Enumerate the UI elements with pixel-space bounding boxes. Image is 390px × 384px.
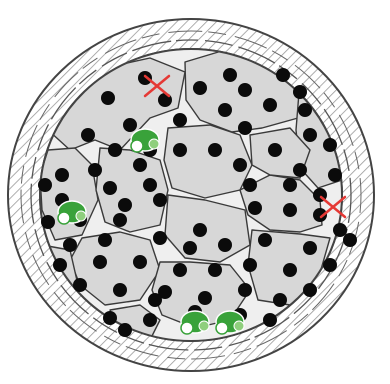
granule-27 [103, 181, 117, 195]
granule-70 [293, 85, 307, 99]
granule-3 [238, 83, 252, 97]
granule-24 [233, 158, 247, 172]
granule-56 [113, 283, 127, 297]
granule-68 [41, 215, 55, 229]
green-spot [199, 321, 209, 331]
granule-45 [303, 241, 317, 255]
granule-19 [268, 143, 282, 157]
granule-20 [323, 138, 337, 152]
granule-10 [81, 128, 95, 142]
granule-23 [133, 158, 147, 172]
granule-58 [198, 291, 212, 305]
green-spot [234, 321, 244, 331]
granule-47 [53, 258, 67, 272]
granule-29 [243, 178, 257, 192]
granule-74 [248, 201, 262, 215]
granule-33 [153, 193, 167, 207]
granule-65 [263, 313, 277, 327]
granule-8 [263, 98, 277, 112]
granule-43 [218, 238, 232, 252]
green-ring [58, 212, 70, 224]
granule-44 [258, 233, 272, 247]
granule-32 [118, 198, 132, 212]
granule-69 [223, 68, 237, 82]
green-spot [149, 139, 159, 149]
granule-9 [298, 103, 312, 117]
granule-13 [238, 121, 252, 135]
granule-6 [101, 91, 115, 105]
granule-48 [93, 255, 107, 269]
granule-28 [143, 178, 157, 192]
green-ring [131, 140, 143, 152]
granule-38 [333, 223, 347, 237]
granule-40 [98, 233, 112, 247]
granule-46 [343, 233, 357, 247]
granule-17 [173, 143, 187, 157]
granule-50 [173, 263, 187, 277]
granule-73 [193, 223, 207, 237]
granule-67 [38, 178, 52, 192]
green-spot [76, 211, 86, 221]
granule-1 [138, 71, 152, 85]
granule-75 [118, 323, 132, 337]
granule-12 [173, 113, 187, 127]
granule-7 [218, 103, 232, 117]
granule-15 [108, 143, 122, 157]
granule-30 [283, 178, 297, 192]
granule-14 [303, 128, 317, 142]
green-ring [216, 322, 228, 334]
granule-41 [153, 231, 167, 245]
granule-55 [73, 278, 87, 292]
granule-54 [323, 258, 337, 272]
granule-51 [208, 263, 222, 277]
granule-39 [63, 238, 77, 252]
granule-63 [143, 313, 157, 327]
granule-2 [193, 81, 207, 95]
granule-72 [148, 293, 162, 307]
green-ring [181, 322, 193, 334]
granule-4 [276, 68, 290, 82]
granule-25 [293, 163, 307, 177]
granule-35 [113, 213, 127, 227]
green-cluster-2 [58, 201, 86, 224]
granule-22 [88, 163, 102, 177]
granule-5 [158, 93, 172, 107]
granule-36 [283, 203, 297, 217]
granule-49 [133, 255, 147, 269]
granule-53 [283, 263, 297, 277]
granule-11 [123, 118, 137, 132]
granule-26 [328, 168, 342, 182]
granule-60 [273, 293, 287, 307]
granule-18 [208, 143, 222, 157]
granule-61 [303, 283, 317, 297]
green-cluster-3 [181, 311, 209, 334]
granule-62 [103, 311, 117, 325]
granule-59 [238, 283, 252, 297]
green-cluster-4 [216, 311, 244, 334]
granule-42 [183, 241, 197, 255]
green-cluster-1 [131, 129, 159, 152]
granule-52 [243, 258, 257, 272]
granule-21 [55, 168, 69, 182]
